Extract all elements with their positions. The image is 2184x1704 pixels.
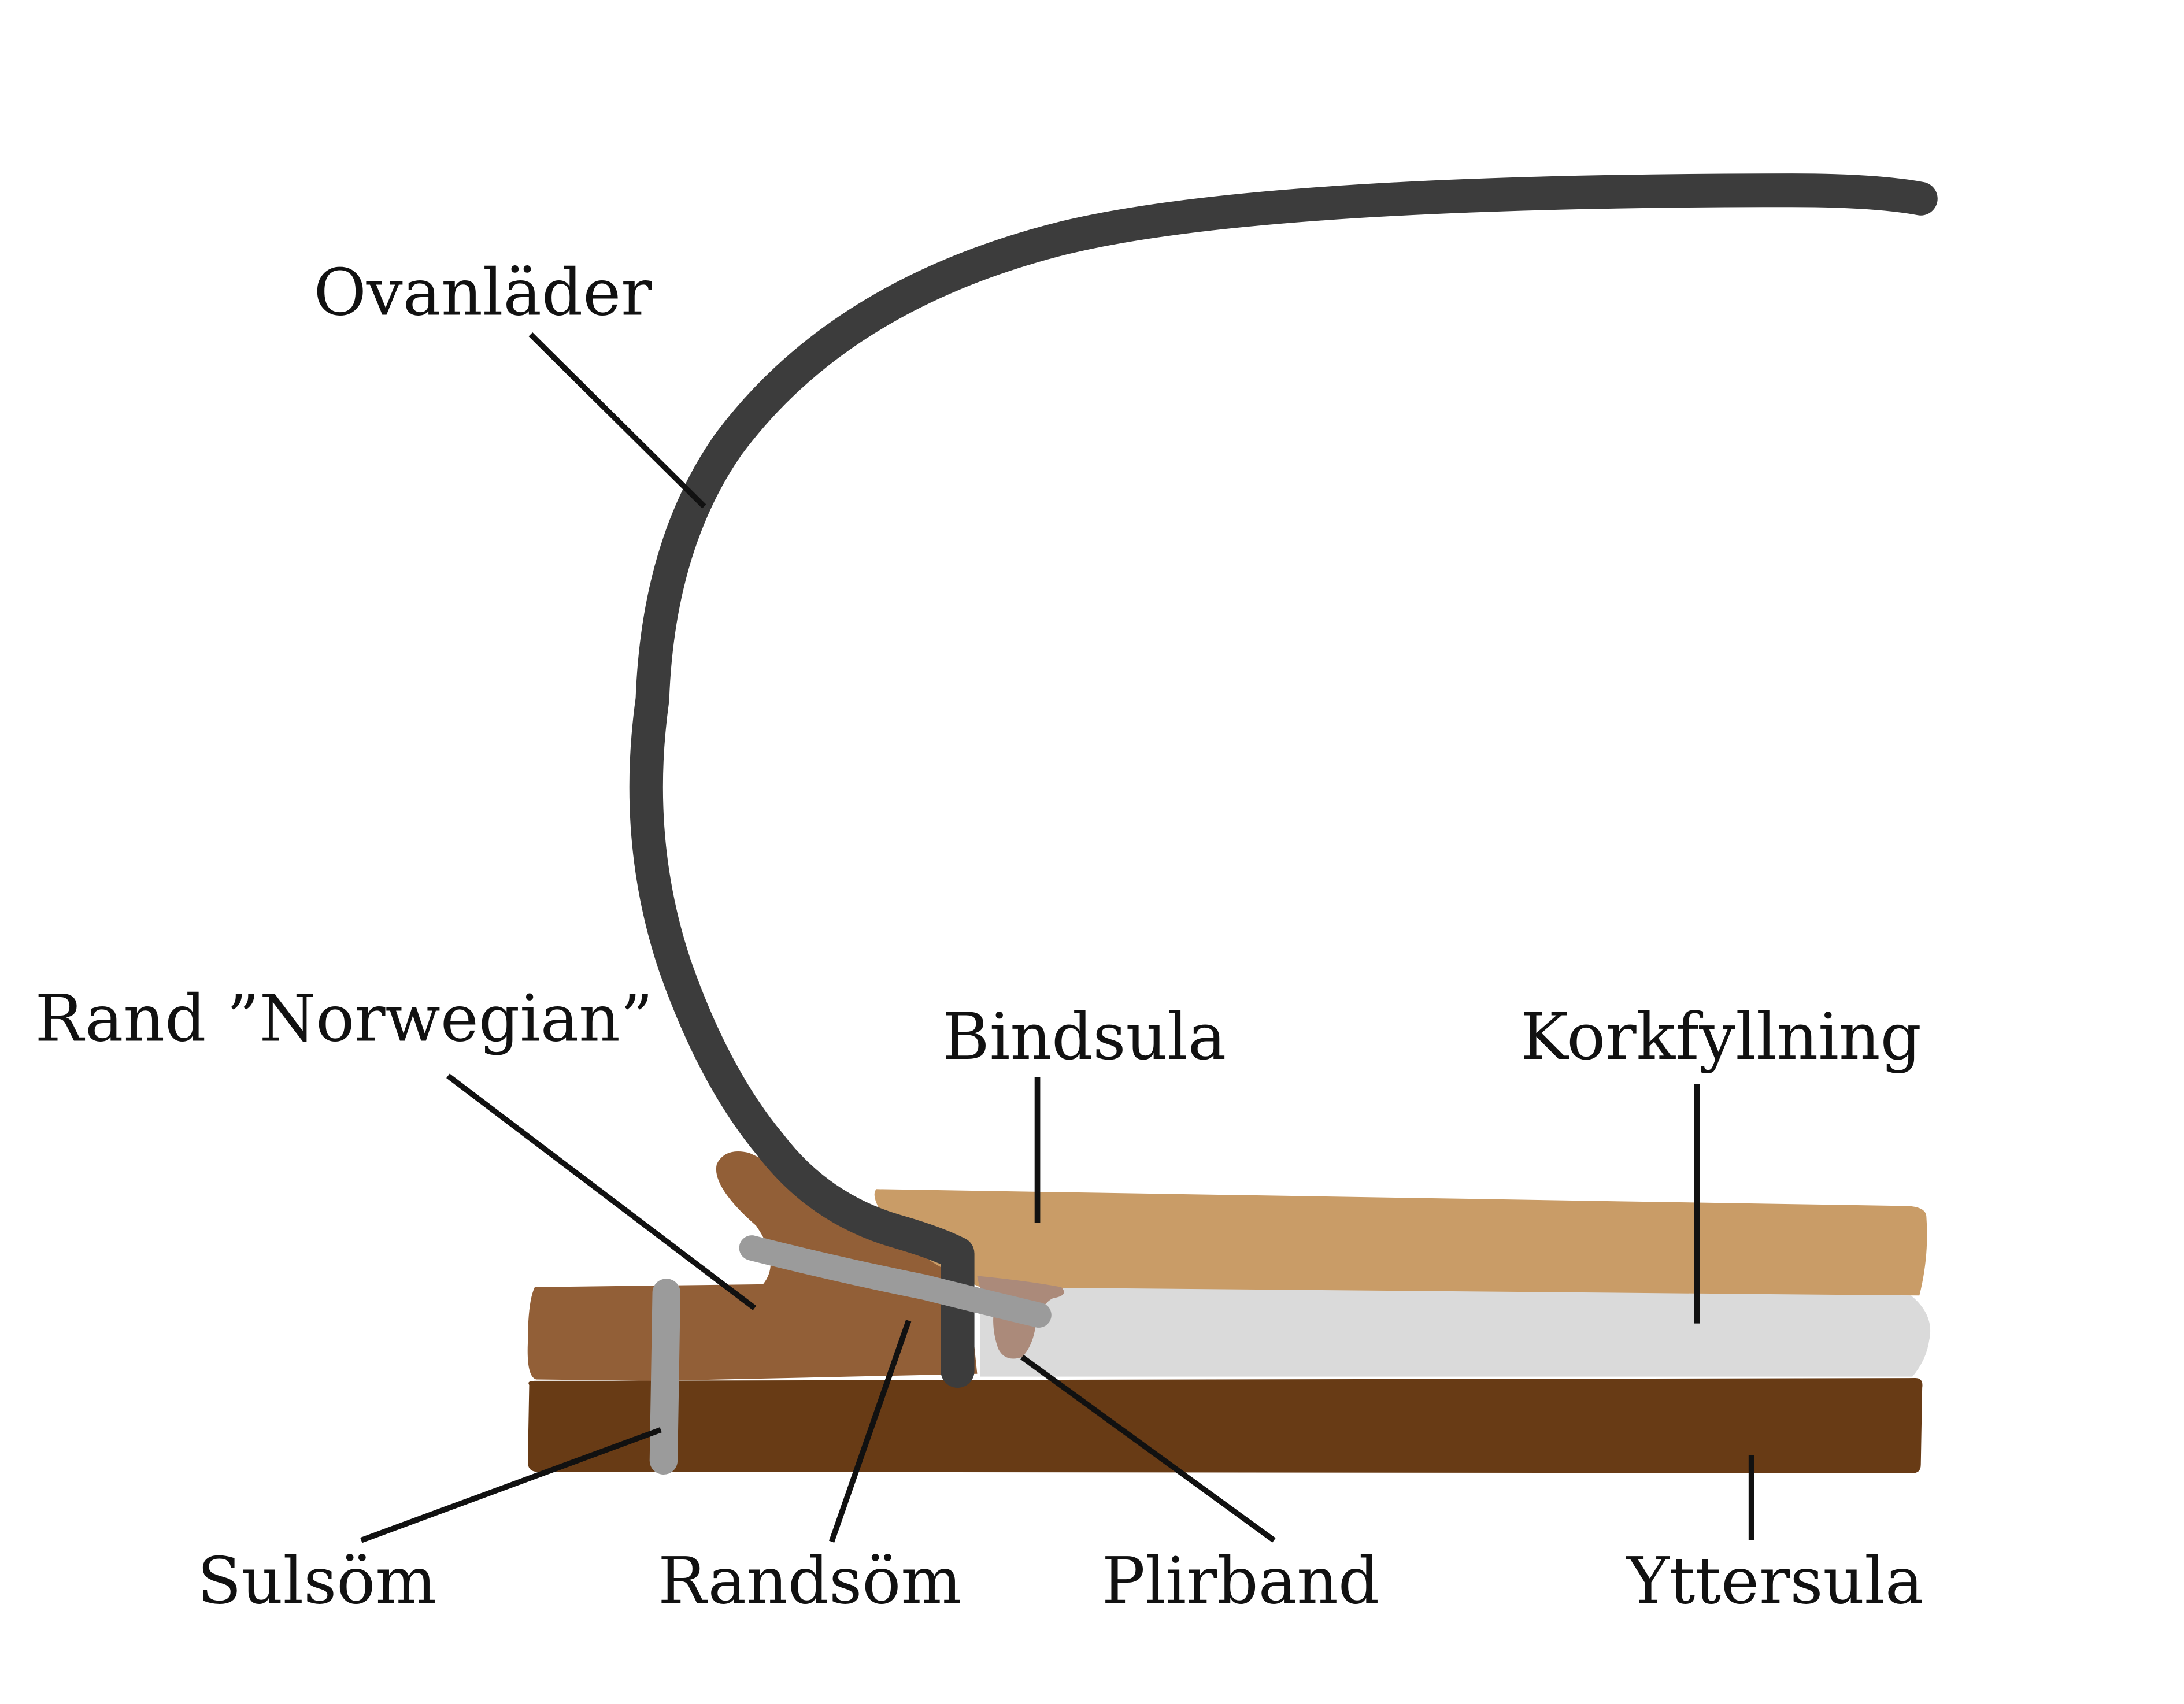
randsom-stitch [739, 1235, 1052, 1328]
korkfyllning-label: Korkfyllning [1520, 1000, 1922, 1075]
rand-welt-layer [527, 1151, 978, 1381]
ovanlader-curve [629, 173, 1938, 1388]
randsom-leader [828, 1320, 912, 1543]
bindsula-label: Bindsula [942, 1000, 1226, 1075]
yttersula-label: Yttersula [1626, 1544, 1923, 1619]
rand-leader [446, 1073, 757, 1310]
ovanlader-leader [528, 332, 706, 509]
sulsom-leader [360, 1427, 662, 1543]
plirband-label: Plirband [1102, 1544, 1379, 1619]
rand-norwegian-label: Rand ”Norwegian” [35, 982, 653, 1057]
plirband-leader [1020, 1354, 1276, 1543]
sulsom-stitch [649, 1279, 680, 1475]
randsom-label: Randsöm [658, 1544, 962, 1619]
yttersula-layer [528, 1378, 1923, 1473]
bindsula-layer [874, 1189, 1927, 1296]
sulsom-label: Sulsöm [197, 1544, 436, 1619]
korkfyllning-layer [980, 1283, 1931, 1377]
ovanlader-label: Ovanläder [313, 256, 652, 331]
